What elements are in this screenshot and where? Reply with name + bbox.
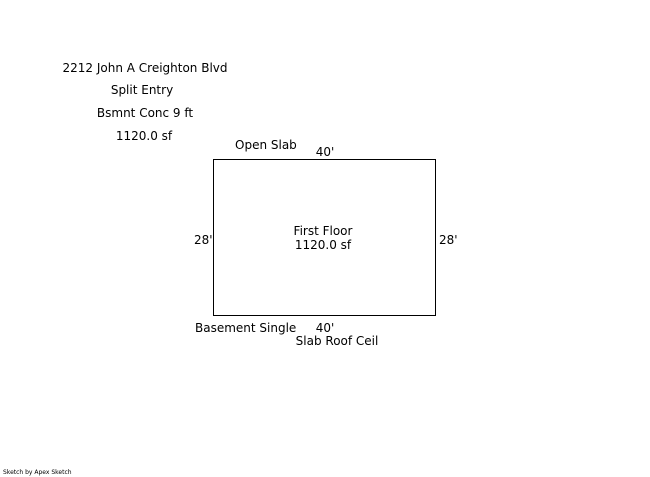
property-address: 2212 John A Creighton Blvd — [62, 61, 228, 75]
right-dimension: 28' — [439, 233, 458, 247]
top-label: Open Slab — [235, 138, 297, 152]
total-area: 1120.0 sf — [115, 129, 173, 143]
top-dimension: 40' — [315, 145, 335, 159]
bottom-dimension: 40' — [315, 321, 335, 335]
room-area: 1120.0 sf — [294, 238, 352, 252]
room-name: First Floor — [293, 224, 353, 238]
bottom-left-label: Basement Single — [195, 321, 297, 335]
left-dimension: 28' — [194, 233, 213, 247]
basement-description: Bsmnt Conc 9 ft — [96, 106, 194, 120]
property-style: Split Entry — [110, 83, 174, 97]
room-outline — [213, 159, 436, 316]
sketch-credit: Sketch by Apex Sketch — [3, 469, 72, 476]
bottom-label: Slab Roof Ceil — [295, 334, 379, 348]
